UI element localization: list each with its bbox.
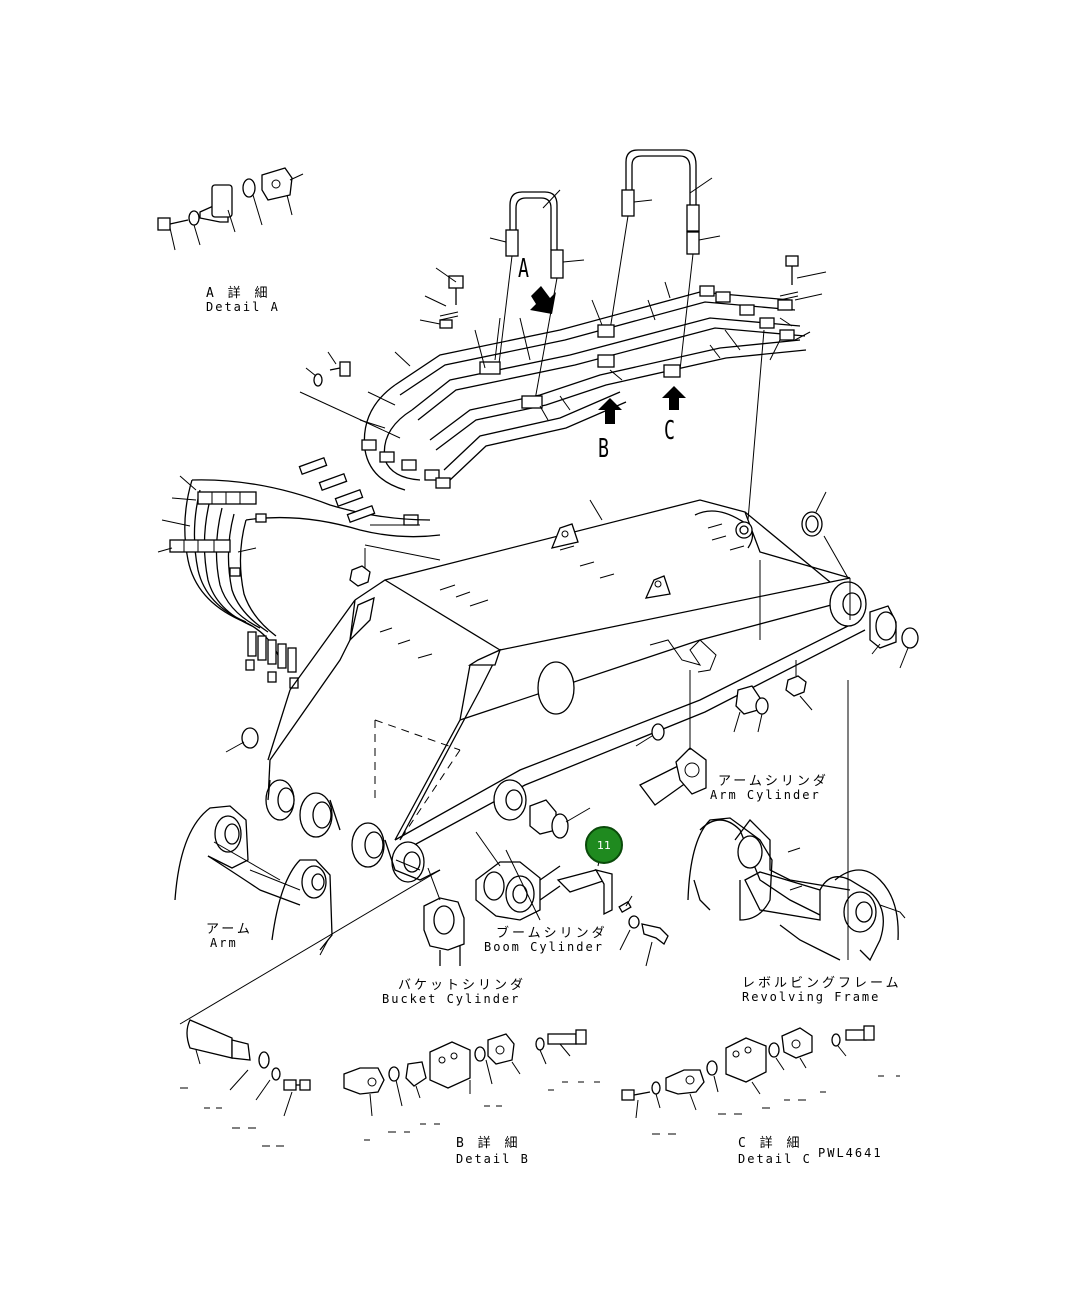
detail-a-label-jp: A 詳 細 [206, 286, 271, 301]
bucket-cylinder-label-jp: バケットシリンダ [398, 978, 527, 993]
boom-cylinder-label: Boom Cylinder [484, 940, 604, 954]
detail-c-label: Detail C [738, 1152, 812, 1166]
arm-cylinder-shape [639, 670, 707, 806]
hose-routing [299, 149, 827, 526]
blank-reference-marks [180, 1075, 900, 1147]
part-callout-11[interactable]: 11 [585, 826, 623, 864]
bucket-cylinder-shape [395, 859, 465, 966]
detail-c-label-jp: C 詳 細 [738, 1136, 803, 1151]
view-marker-a: A [518, 254, 529, 284]
detail-b-label-jp: B 詳 細 [456, 1136, 521, 1151]
detail-b-label: Detail B [456, 1152, 530, 1166]
arm-label: Arm [210, 936, 238, 950]
detail-b-parts [186, 1019, 587, 1117]
detail-a-label: Detail A [206, 300, 280, 314]
boom-cylinder-shape [475, 799, 669, 967]
view-marker-b: B [598, 434, 609, 464]
arm-cylinder-label: Arm Cylinder [710, 788, 821, 802]
boom-body [225, 329, 919, 883]
revolving-frame-label-jp: レボルビングフレーム [742, 976, 902, 991]
drawing-number: PWL4641 [818, 1146, 883, 1160]
detail-a-parts [157, 167, 304, 251]
detail-c-parts [621, 1025, 875, 1119]
bucket-cylinder-label: Bucket Cylinder [382, 992, 521, 1006]
arm-shape [174, 805, 441, 1025]
revolving-frame-shape [687, 680, 906, 962]
boom-cylinder-label-jp: ブームシリンダ [496, 926, 608, 941]
hose-bundle [157, 456, 441, 689]
revolving-frame-label: Revolving Frame [742, 990, 881, 1004]
arm-label-jp: アーム [206, 922, 253, 937]
view-marker-c: C [664, 416, 675, 446]
arm-cylinder-label-jp: アームシリンダ [718, 774, 829, 789]
